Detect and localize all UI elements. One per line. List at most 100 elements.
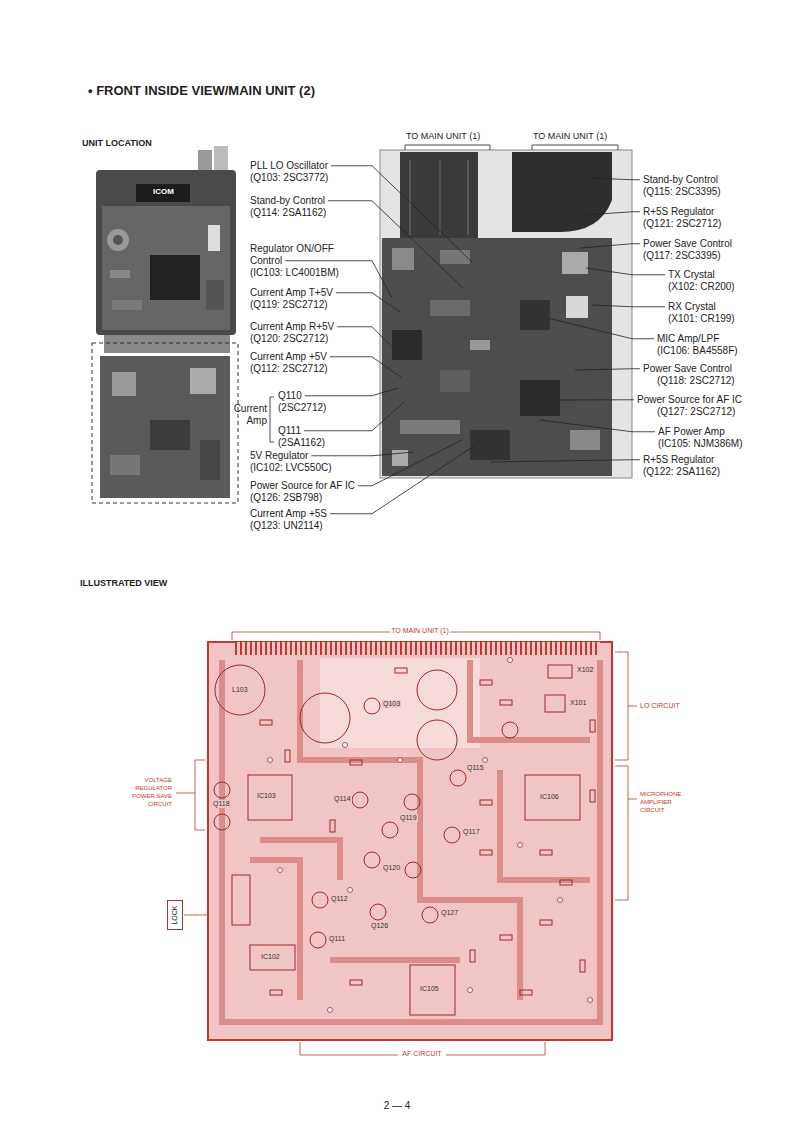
leader-line [560, 399, 634, 400]
leader-line [358, 440, 462, 486]
radio-body [92, 146, 238, 503]
circuit-label: AMPLIFIER [640, 799, 672, 806]
callout-label: Current Amp +5S [250, 508, 327, 520]
callout-label: (Q120: 2SC2712) [250, 333, 328, 345]
pcb-pads [268, 658, 593, 1013]
leader-line [311, 452, 414, 456]
callout-label: R+5S Regulator [643, 454, 714, 466]
callout-label: Power Save Control [643, 363, 732, 375]
callout-label: (Q112: 2SC2712) [250, 363, 328, 375]
section-heading: ILLUSTRATED VIEW [80, 578, 167, 588]
leader-line [540, 420, 655, 432]
switch-label: LOCK [171, 905, 179, 924]
part-designator: Q114 [333, 795, 352, 803]
circuit-label: AF CIRCUIT [402, 1050, 441, 1058]
callout-label: PLL LO Oscillator [250, 160, 328, 172]
leader-line [586, 268, 665, 275]
part-designator: L103 [231, 686, 249, 694]
center-photo [380, 150, 632, 478]
circuit-label: CIRCUIT [148, 801, 172, 808]
circuit-label: LO CIRCUIT [640, 702, 680, 710]
section-heading: UNIT LOCATION [82, 138, 152, 148]
callout-label: (IC103: LC4001BM) [250, 267, 339, 279]
part-designator: Q115 [466, 764, 485, 772]
part-designator: Q112 [330, 895, 349, 903]
part-designator: Q127 [440, 909, 459, 917]
leader-line [575, 369, 640, 370]
leader-line [330, 357, 402, 378]
callout-label: Control [250, 255, 282, 267]
pcb-board [208, 642, 612, 1040]
callout-label: (Q121: 2SC2712) [643, 218, 721, 230]
callout-label: (IC102: LVC550C) [250, 462, 332, 474]
circuit-label: CIRCUIT [640, 807, 664, 814]
part-designator: Q118 [212, 800, 231, 808]
connector-label: TO MAIN UNIT (1) [533, 131, 607, 141]
leader-line [331, 166, 472, 262]
part-designator: Q126 [370, 922, 389, 930]
callout-label: (Q117: 2SC3395) [643, 250, 721, 262]
callout-label: Power Source for AF IC [250, 480, 355, 492]
circuit-label: REGULATOR [135, 785, 172, 792]
callout-label: Q111 [278, 425, 301, 437]
part-designator: IC102 [260, 953, 281, 961]
circuit-label: TO MAIN UNIT (1) [391, 627, 449, 635]
pcb-traces [222, 660, 600, 1022]
circuit-label: POWER SAVE [132, 793, 172, 800]
callout-label: (Q119: 2SC2712) [250, 299, 328, 311]
callout-label: Current [234, 403, 267, 415]
callout-label: Power Save Control [643, 238, 732, 250]
part-designator: X101 [569, 699, 587, 707]
callout-label: Current Amp R+5V [250, 321, 334, 333]
callout-label: R+5S Regulator [643, 206, 714, 218]
circuit-bracket [176, 632, 637, 1055]
callout-label: (Q114: 2SA1162) [250, 207, 326, 219]
callout-label: (Q122: 2SA1162) [643, 466, 720, 478]
leader-line [490, 460, 640, 462]
callout-label: (Q127: 2SC2712) [657, 406, 735, 418]
leader-line [305, 388, 398, 396]
leader-line [336, 293, 400, 312]
callout-label: (IC106: BA4558F) [657, 345, 738, 357]
callout-label: Amp [246, 415, 267, 427]
brand-badge: ICOM [153, 187, 174, 196]
leader-line [585, 212, 640, 215]
connector-label: TO MAIN UNIT (1) [406, 131, 480, 141]
pcb-components [214, 665, 595, 1015]
callout-label: AF Power Amp [658, 426, 725, 438]
callout-label: Power Source for AF IC [637, 394, 742, 406]
callout-label: (Q123: UN2114) [250, 520, 323, 532]
callout-label: Stand-by Control [643, 174, 718, 186]
leader-line [590, 178, 640, 180]
callout-label: Regulator ON/OFF [250, 243, 334, 255]
callout-label: 5V Regulator [250, 450, 308, 462]
callout-label: Current Amp T+5V [250, 287, 333, 299]
part-designator: IC106 [539, 793, 560, 801]
part-designator: Q119 [399, 814, 418, 822]
circuit-label: VOLTAGE [145, 777, 172, 784]
page-title: • FRONT INSIDE VIEW/MAIN UNIT (2) [88, 84, 315, 99]
callout-label: (Q103: 2SC3772) [250, 172, 328, 184]
part-designator: IC103 [256, 792, 277, 800]
leader-line [330, 446, 474, 514]
callout-label: Stand-by Control [250, 195, 325, 207]
callout-label: MIC Amp/LPF [657, 333, 719, 345]
part-designator: Q120 [382, 864, 401, 872]
callout-label: Current Amp +5V [250, 351, 327, 363]
callout-label: (Q118: 2SC2712) [657, 375, 735, 387]
leader-line [548, 318, 654, 339]
callout-label: (IC105: NJM386M) [658, 438, 742, 450]
circuit-label: MICROPHONE [640, 791, 681, 798]
part-designator: Q111 [328, 935, 346, 943]
part-designator: Q117 [462, 828, 481, 836]
callout-label: (2SC2712) [278, 402, 326, 414]
part-designator: X102 [576, 666, 594, 674]
leader-line [337, 327, 395, 350]
callout-label: RX Crystal [668, 301, 716, 313]
page-number: 2 — 4 [384, 1100, 411, 1112]
callout-label: (Q126: 2SB798) [250, 492, 322, 504]
callout-label: (Q115: 2SC3395) [643, 186, 721, 198]
